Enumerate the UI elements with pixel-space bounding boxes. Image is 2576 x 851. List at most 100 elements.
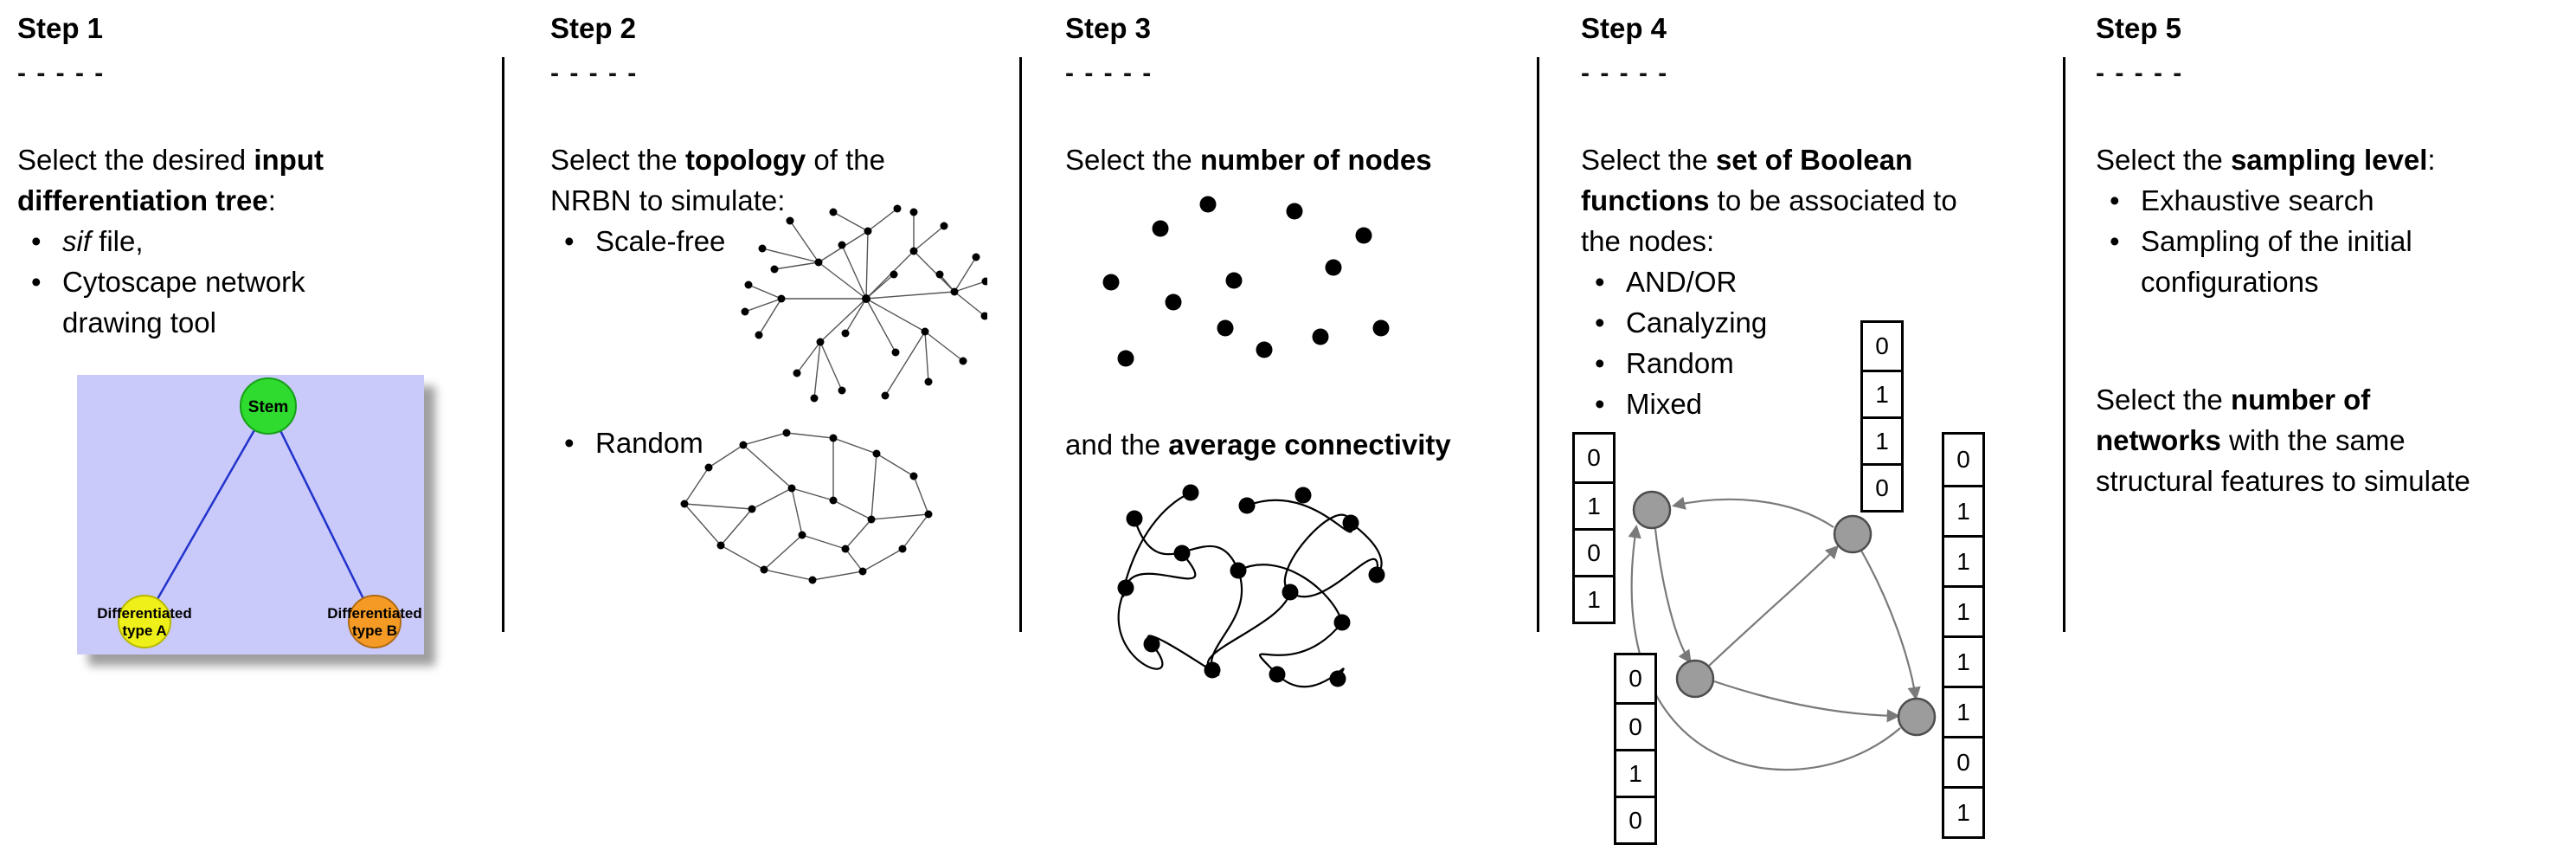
list-item: • Sampling of the initial configurations <box>2096 221 2412 302</box>
step2-option-random: • Random <box>550 422 703 463</box>
step-4-column: Step 4 - - - - - Select the set of Boole… <box>1572 12 2052 851</box>
list-item-label: Scale-free <box>595 225 726 257</box>
column-divider <box>1537 57 1539 632</box>
step1-instruction: Select the desired input differentiation… <box>17 144 324 216</box>
step2-option-scale-free: • Scale-free <box>550 221 725 261</box>
step-title: Step 4 <box>1581 12 1667 44</box>
step5-instruction-sampling: Select the sampling level: <box>2096 144 2436 176</box>
differentiation-tree-image: Stem Differentiated type A Differentiate… <box>77 375 424 654</box>
network-dots <box>1117 484 1385 687</box>
bullet-glyph: • <box>2110 225 2120 257</box>
table-cell: 1 <box>1616 749 1654 796</box>
table-cell: 0 <box>1863 463 1901 510</box>
boolean-network-svg <box>1628 490 1937 771</box>
column-divider <box>1019 57 1022 632</box>
list-item-label: Exhaustive search <box>2141 184 2374 216</box>
step-title: Step 5 <box>2096 12 2182 44</box>
column-divider <box>502 57 504 632</box>
dashed-separator: - - - - - <box>1065 59 1153 87</box>
network-dots <box>741 204 987 403</box>
step-title: Step 2 <box>550 12 637 44</box>
type-b-node <box>348 595 401 648</box>
dashed-separator: - - - - - <box>2096 59 2184 87</box>
step-3-column: Step 3 - - - - - Select the number of no… <box>1065 12 1532 851</box>
step3-instruction-connectivity: and the average connectivity <box>1065 429 1451 461</box>
list-item: • Random <box>1581 343 1767 384</box>
column-divider <box>2063 57 2065 632</box>
list-item-label: Random <box>1626 347 1734 379</box>
list-item-label: sif file, <box>62 225 144 257</box>
network-nodes <box>1632 490 1937 737</box>
step4-options: • AND/OR • Canalyzing • Random • Mixed <box>1581 261 1767 424</box>
list-item: • Canalyzing <box>1581 302 1767 343</box>
bullet-glyph: • <box>564 427 575 459</box>
list-item: • Cytoscape network drawing tool <box>17 261 305 343</box>
type-b-label-line2: type B <box>352 622 397 639</box>
list-item: • AND/OR <box>1581 261 1767 302</box>
list-item-label: Sampling of the initial configurations <box>2141 225 2412 298</box>
dashed-separator: - - - - - <box>17 59 106 87</box>
table-cell: 0 <box>1616 702 1654 749</box>
network-node <box>1632 490 1672 530</box>
type-a-label-line1: Differentiated <box>97 605 192 622</box>
dashed-separator: - - - - - <box>550 59 639 87</box>
list-item: • sif file, <box>17 221 305 261</box>
table-cell: 1 <box>1575 575 1613 622</box>
network-dots <box>680 429 933 584</box>
bullet-glyph: • <box>1595 388 1605 420</box>
network-node <box>1675 659 1715 699</box>
list-item-label: Random <box>595 427 703 459</box>
step2-instruction: Select the topology of the NRBN to simul… <box>550 144 885 216</box>
table-cell: 0 <box>1616 796 1654 842</box>
step-title: Step 1 <box>17 12 104 44</box>
network-node <box>1897 697 1937 737</box>
scale-free-network-image <box>741 204 987 403</box>
list-item-label: AND/OR <box>1626 266 1738 298</box>
tangle-edges <box>1117 492 1383 688</box>
step4-instruction: Select the set of Boolean functions to b… <box>1581 144 1957 257</box>
table-cell: 1 <box>1863 416 1901 463</box>
step5-options: • Exhaustive search • Sampling of the in… <box>2096 180 2412 302</box>
list-item-label: Cytoscape network drawing tool <box>62 266 305 338</box>
boolean-network-graph: 0 1 1 0 0 1 0 1 0 0 1 0 0 1 1 1 <box>1572 317 2009 851</box>
stem-node <box>240 377 297 435</box>
stem-label: Stem <box>248 398 288 416</box>
nodes-scatter-image <box>1102 196 1390 367</box>
step-5-column: Step 5 - - - - - Select the sampling lev… <box>2096 12 2563 851</box>
table-cell: 1 <box>1944 635 1982 686</box>
step-1-column: Step 1 - - - - - Select the desired inpu… <box>17 12 489 851</box>
step-2-column: Step 2 - - - - - Select the topology of … <box>550 12 1009 851</box>
table-cell: 0 <box>1875 332 1889 359</box>
list-item: • Scale-free <box>550 221 725 261</box>
network-node <box>1833 514 1873 554</box>
network-arrows <box>1628 496 1921 771</box>
bullet-glyph: • <box>1595 306 1605 338</box>
list-item: • Random <box>550 422 703 463</box>
boolean-table-left: 0 1 0 1 <box>1572 432 1616 624</box>
dashed-separator: - - - - - <box>1581 59 1669 87</box>
table-cell: 1 <box>1944 786 1982 836</box>
table-cell: 1 <box>1944 686 1982 736</box>
network-dots <box>1102 196 1390 367</box>
boolean-table-right: 0 1 1 1 1 1 0 1 <box>1942 432 1985 839</box>
list-item: • Exhaustive search <box>2096 180 2412 221</box>
random-network-image <box>680 429 933 584</box>
table-cell: 1 <box>1944 585 1982 635</box>
table-cell: 1 <box>1944 485 1982 535</box>
table-cell: 0 <box>1944 736 1982 786</box>
type-b-label-line1: Differentiated <box>327 605 422 622</box>
boolean-table-top: 0 1 1 0 <box>1860 320 1904 513</box>
list-item: • Mixed <box>1581 384 1767 424</box>
table-cell: 0 <box>1575 528 1613 575</box>
table-cell: 0 <box>1587 444 1601 471</box>
bullet-glyph: • <box>31 266 42 298</box>
step5-instruction-networks: Select the number of networks with the s… <box>2096 384 2470 497</box>
table-cell: 1 <box>1863 370 1901 416</box>
boolean-table-bottom: 0 0 1 0 <box>1614 653 1657 845</box>
step-title: Step 3 <box>1065 12 1152 44</box>
type-a-node <box>118 595 171 648</box>
table-cell: 0 <box>1956 446 1970 473</box>
list-item-label: Mixed <box>1626 388 1703 420</box>
bullet-glyph: • <box>1595 347 1605 379</box>
